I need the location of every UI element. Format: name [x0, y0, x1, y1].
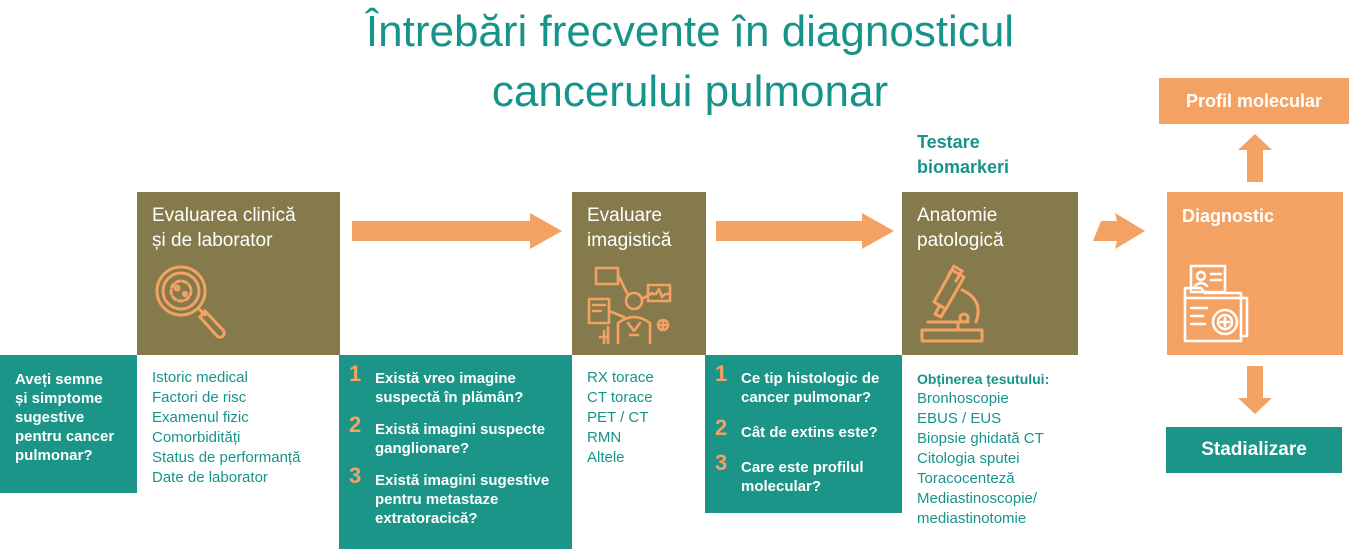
molecular-profile-label: Profil molecular: [1185, 91, 1323, 111]
imaging-question-1: 1 Există vreo imagine suspectă în plămân…: [339, 363, 572, 407]
page-title: Întrebări frecvente în diagnosticul canc…: [0, 2, 1350, 122]
flow-arrow-1: [352, 213, 562, 249]
flow-arrow-3: [1093, 213, 1145, 249]
imaging-question-2: 2 Există imagini suspecte ganglionare?: [339, 414, 572, 458]
title-line-1: Întrebări frecvente în diagnosticul: [365, 7, 1015, 56]
question-line: extratoracică?: [375, 510, 478, 527]
biomarker-label-line: biomarkeri: [917, 157, 1010, 177]
imaging-evaluation-box: Evaluare imagistică: [572, 192, 706, 355]
clinical-heading-line: și de laborator: [152, 230, 273, 251]
staging-label: Stadializare: [1201, 439, 1307, 460]
question-line: ganglionare?: [375, 440, 470, 457]
intro-line: pulmonar?: [15, 447, 93, 464]
pathology-item: EBUS / EUS: [917, 410, 1002, 427]
intro-line: sugestive: [15, 409, 85, 426]
clinical-item: Date de laborator: [152, 469, 268, 486]
medical-folder-icon: [1183, 264, 1249, 343]
clinical-item: Examenul fizic: [152, 409, 249, 426]
pathology-heading-line: patologică: [917, 230, 1004, 251]
pathology-item: mediastinotomie: [917, 510, 1027, 527]
pathology-heading-line: Anatomie: [917, 205, 998, 226]
pathology-item: Citologia sputei: [917, 450, 1020, 467]
question-number: 3: [715, 450, 728, 475]
down-arrow: [1238, 366, 1272, 414]
imaging-question-3: 3 Există imagini sugestive pentru metast…: [339, 465, 572, 528]
imaging-item: CT torace: [587, 389, 653, 406]
question-number: 1: [349, 361, 362, 386]
imaging-item: Altele: [587, 449, 625, 466]
intro-line: Aveți semne: [15, 371, 103, 388]
clinical-item-list: Istoric medical Factori de risc Examenul…: [152, 368, 300, 488]
clinical-heading-line: Evaluarea clinică: [152, 205, 296, 226]
flow-arrow-2: [716, 213, 894, 249]
molecular-profile-box: Profil molecular: [1159, 78, 1349, 124]
title-line-2: cancerului pulmonar: [491, 67, 889, 116]
intro-question-box: Aveți semne și simptome sugestive pentru…: [0, 355, 137, 493]
magnifier-icon: [155, 265, 226, 339]
question-line: Care este profilul: [741, 459, 864, 476]
pathology-question-3: 3 Care este profilul molecular?: [705, 452, 902, 496]
pathology-question-1: 1 Ce tip histologic de cancer pulmonar?: [705, 363, 902, 407]
question-line: molecular?: [741, 478, 822, 495]
diagnostic-box: Diagnostic: [1167, 192, 1343, 355]
question-line: cancer pulmonar?: [741, 389, 872, 406]
imaging-item-list: RX torace CT torace PET / CT RMN Altele: [587, 368, 654, 468]
pathology-item: Toracocenteză: [917, 470, 1015, 487]
pathology-subtitle: Obținerea țesutului:: [917, 371, 1050, 387]
biomarker-testing-label: Testare biomarkeri: [917, 130, 1009, 180]
clinical-item: Comorbidități: [152, 429, 241, 446]
imaging-item: RX torace: [587, 369, 654, 386]
staging-box: Stadializare: [1166, 427, 1342, 473]
pathology-item: Biopsie ghidată CT: [917, 430, 1044, 447]
intro-line: pentru cancer: [15, 428, 115, 445]
imaging-icon: [587, 266, 672, 345]
question-line: Ce tip histologic de: [741, 370, 880, 387]
intro-line: și simptome: [15, 390, 103, 407]
pathology-item: Mediastinoscopie/: [917, 490, 1038, 507]
question-line: suspectă în plămân?: [375, 389, 524, 406]
question-line: Există imagini sugestive: [375, 472, 550, 489]
question-number: 2: [715, 415, 728, 440]
clinical-item: Istoric medical: [152, 369, 248, 386]
imaging-heading-line: imagistică: [587, 230, 672, 251]
pathology-questions-box: 1 Ce tip histologic de cancer pulmonar? …: [705, 355, 902, 513]
question-number: 2: [349, 412, 362, 437]
diagnostic-heading: Diagnostic: [1182, 206, 1275, 226]
question-line: Există vreo imagine: [375, 370, 516, 387]
biomarker-label-line: Testare: [917, 132, 980, 152]
imaging-item: RMN: [587, 429, 622, 446]
imaging-item: PET / CT: [587, 409, 649, 426]
microscope-icon: [920, 264, 984, 343]
pathology-item-list: Obținerea țesutului: Bronhoscopie EBUS /…: [917, 369, 1049, 529]
clinical-item: Status de performanță: [152, 449, 301, 466]
question-line: pentru metastaze: [375, 491, 499, 508]
clinical-item: Factori de risc: [152, 389, 247, 406]
question-line: Cât de extins este?: [741, 424, 878, 441]
question-number: 1: [715, 361, 728, 386]
clinical-evaluation-box: Evaluarea clinică și de laborator: [137, 192, 340, 355]
imaging-heading-line: Evaluare: [587, 205, 662, 226]
pathology-question-2: 2 Cât de extins este?: [705, 417, 902, 442]
imaging-questions-box: 1 Există vreo imagine suspectă în plămân…: [339, 355, 572, 549]
question-line: Există imagini suspecte: [375, 421, 546, 438]
question-number: 3: [349, 463, 362, 488]
up-arrow: [1238, 134, 1272, 182]
pathology-box: Anatomie patologică: [902, 192, 1078, 355]
pathology-item: Bronhoscopie: [917, 390, 1009, 407]
